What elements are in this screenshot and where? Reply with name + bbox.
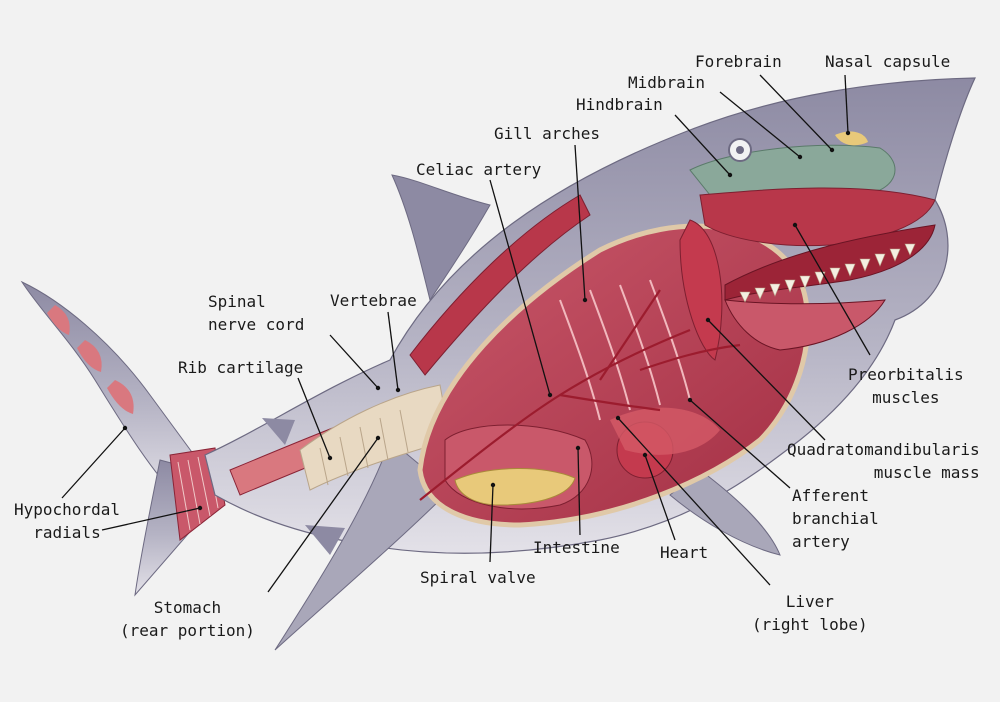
label-hypochordal-line-2: radials	[33, 523, 101, 542]
label-liver-line-1: Liver	[785, 592, 834, 611]
arteries-illustration	[419, 289, 741, 501]
label-gill-arches: Gill arches	[494, 124, 600, 143]
leader-heart	[644, 454, 676, 541]
leader-celiac-artery	[489, 179, 551, 396]
leader-vertebrae	[387, 311, 399, 391]
leader-lines	[61, 74, 871, 593]
leader-liver	[617, 417, 771, 586]
label-stomach: Stomach (rear portion)	[120, 596, 255, 642]
label-nasal-capsule: Nasal capsule	[825, 52, 951, 71]
spiral-valve-organ	[454, 468, 576, 506]
dorsal-fin	[391, 174, 491, 302]
label-spiral-valve: Spiral valve	[420, 568, 536, 587]
label-preorbitalis-line-1: Preorbitalis	[848, 365, 964, 384]
label-vertebrae: Vertebrae	[330, 291, 417, 310]
label-stomach-line-1: Stomach	[153, 598, 222, 617]
nasal-capsule-organ	[835, 131, 868, 146]
leader-forebrain	[759, 74, 833, 151]
label-afferent-line-3: artery	[792, 532, 850, 551]
teeth	[739, 243, 916, 303]
leader-arrowheads	[122, 130, 851, 511]
gill-arches-illustration	[559, 279, 691, 421]
leader-gill-arches	[574, 144, 586, 301]
label-liver-line-2: (right lobe)	[752, 615, 868, 634]
pectoral-fin	[274, 439, 451, 651]
label-afferent-line-2: branchial	[792, 509, 879, 528]
tail-segment-3	[107, 380, 134, 414]
label-spinal-nerve-cord-line-1: Spinal	[208, 292, 266, 311]
leader-stomach	[267, 437, 379, 593]
leader-quadratomandibularis	[707, 319, 826, 441]
leader-spiral-valve	[489, 484, 494, 563]
leader-hindbrain	[674, 114, 731, 176]
leader-preorbitalis	[794, 224, 871, 356]
liver-organ	[610, 407, 720, 455]
dorsal-muscle	[409, 194, 591, 376]
label-forebrain: Forebrain	[695, 52, 782, 71]
label-hindbrain: Hindbrain	[576, 95, 663, 114]
label-intestine: Intestine	[533, 538, 620, 557]
label-quadratomandibularis-line-1: Quadratomandibularis	[787, 440, 980, 459]
label-afferent-branchial-artery: Afferent branchial artery	[792, 484, 879, 553]
label-celiac-artery: Celiac artery	[416, 160, 542, 179]
second-dorsal-fin	[262, 418, 295, 445]
leader-spinal-nerve-cord	[329, 334, 379, 389]
eye-pupil	[736, 146, 744, 154]
head-cut	[699, 187, 936, 247]
leader-nasal-capsule	[844, 74, 849, 134]
label-liver: Liver (right lobe)	[752, 590, 868, 636]
quadratomandibularis-muscle	[679, 219, 723, 361]
label-preorbitalis-line-2: muscles	[872, 388, 940, 407]
pelvic-fin	[669, 469, 781, 556]
label-afferent-line-1: Afferent	[792, 486, 870, 505]
label-quadratomandibularis-line-2: muscle mass	[873, 463, 980, 482]
label-hypochordal-line-1: Hypochordal	[14, 500, 120, 519]
leader-hypochordal-top	[61, 427, 126, 499]
anal-fin	[305, 525, 345, 555]
label-spinal-nerve-cord: Spinal nerve cord	[208, 290, 304, 336]
label-quadratomandibularis: Quadratomandibularis muscle mass	[787, 438, 980, 484]
label-midbrain: Midbrain	[628, 73, 706, 92]
leader-rib-cartilage	[297, 377, 331, 459]
label-rib-cartilage: Rib cartilage	[178, 358, 304, 377]
leader-intestine	[577, 447, 581, 536]
label-spinal-nerve-cord-line-2: nerve cord	[208, 315, 305, 334]
label-preorbitalis-muscles: Preorbitalis muscles	[848, 363, 964, 409]
label-hypochordal-radials: Hypochordal radials	[14, 498, 120, 544]
leader-hypochordal-bottom	[101, 507, 201, 531]
label-stomach-line-2: (rear portion)	[120, 621, 255, 640]
leader-midbrain	[719, 91, 801, 158]
tail-segment-2	[77, 340, 102, 372]
leader-afferent-branchial	[689, 399, 791, 489]
tail-segment-1	[47, 305, 70, 335]
label-heart: Heart	[660, 543, 709, 562]
